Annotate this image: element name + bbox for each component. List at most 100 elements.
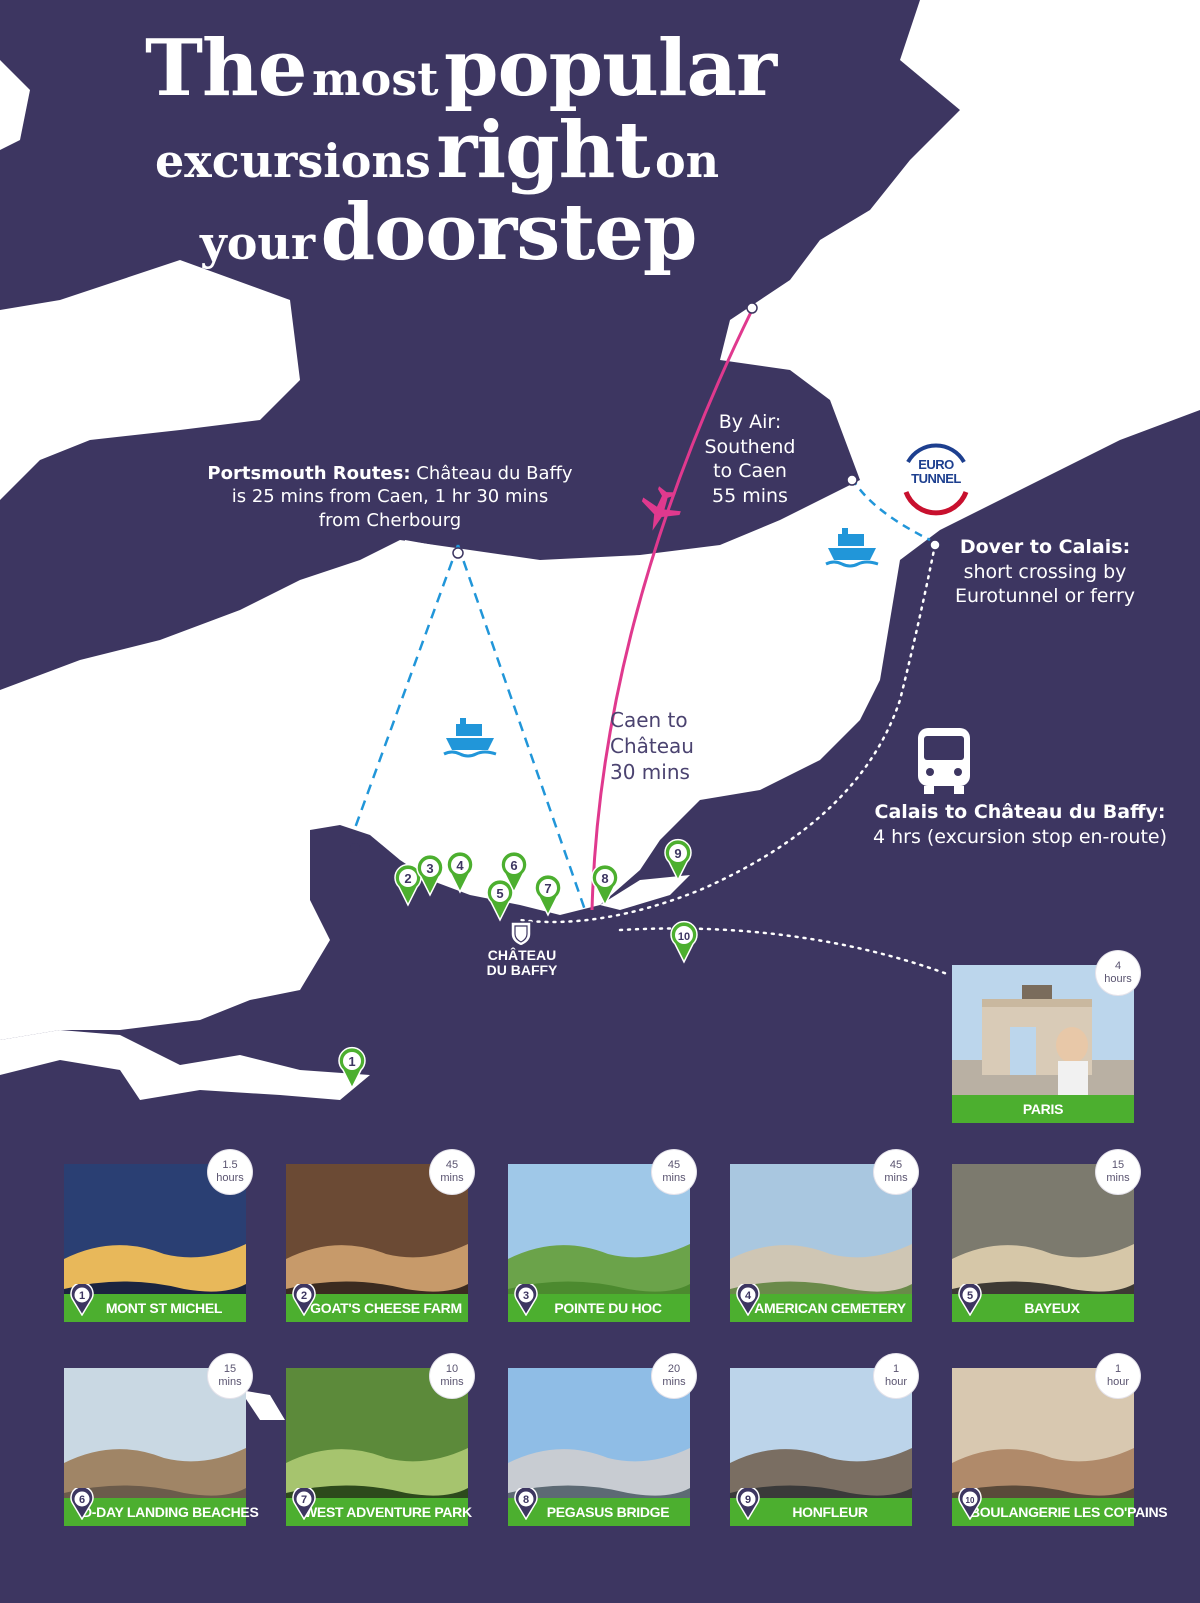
air-route-label: By Air: Southend to Caen 55 mins: [704, 411, 796, 508]
excursion-name: HONFLEUR: [730, 1498, 912, 1526]
cherbourg-dot: [350, 843, 360, 853]
map-pin-circle: [505, 856, 523, 874]
eurotunnel-logo: [900, 442, 972, 516]
caen-dot: [589, 929, 595, 935]
map-pin-number: 3: [426, 861, 433, 876]
map-pin-6[interactable]: 6: [500, 850, 528, 894]
excursion-name: BOULANGERIE LES CO'PAINS: [952, 1498, 1168, 1526]
map-pin-circle: [596, 869, 614, 887]
isle-of-wight: [400, 540, 470, 580]
map-pin-3[interactable]: 3: [416, 853, 444, 897]
map-pin-circle: [491, 884, 509, 902]
map-pin-1[interactable]: 1: [338, 1046, 366, 1090]
channel-island: [230, 920, 262, 950]
map-pin-2[interactable]: 2: [394, 863, 422, 907]
map-pin-circle: [669, 844, 687, 862]
card-pin-icon: 3: [514, 1284, 538, 1316]
road-route-baffy-paris: [618, 927, 952, 977]
map-pin-number: 7: [544, 881, 551, 896]
title-word: doorstep: [320, 187, 698, 278]
card-pin-number: 1: [79, 1290, 85, 1302]
excursion-name: PARIS: [952, 1095, 1134, 1123]
card-pin-number: 7: [301, 1494, 307, 1506]
air-route: [590, 309, 754, 911]
map-pin-9[interactable]: 9: [664, 838, 692, 882]
card-pin-number: 10: [966, 1496, 975, 1505]
map-pin-7[interactable]: 7: [534, 873, 562, 917]
card-pin-number: 5: [967, 1290, 973, 1302]
map-pin-number: 8: [601, 871, 608, 886]
card-pin-icon: 6: [70, 1488, 94, 1520]
title-word: your: [200, 216, 316, 270]
title-word: on: [654, 134, 720, 188]
map-pin-4[interactable]: 4: [446, 850, 474, 894]
caen-chateau-label: Caen to Château 30 mins: [610, 708, 694, 784]
title-word: excursions: [155, 134, 431, 188]
card-pin-number: 2: [301, 1290, 307, 1302]
map-pin-5[interactable]: 5: [486, 878, 514, 922]
card-pin-icon: 5: [958, 1284, 982, 1316]
title-word: The: [145, 23, 307, 114]
map-pin-number: 4: [456, 858, 464, 873]
map-pin-number: 10: [678, 931, 690, 943]
plane-icon: [641, 486, 681, 531]
map-pin-number: 1: [348, 1054, 355, 1069]
excursion-name: BAYEUX: [952, 1294, 1134, 1322]
map-pin-number: 5: [496, 886, 503, 901]
ferry-route-dover-calais: [850, 477, 931, 542]
map-pin-10[interactable]: 10: [670, 920, 698, 964]
map-pin-group: 1 23 4 56 7 8 9 10: [338, 838, 698, 1090]
map-pin-circle: [343, 1052, 361, 1070]
map-pin-number: 6: [510, 858, 517, 873]
excursion-name: WEST ADVENTURE PARK: [286, 1498, 472, 1526]
excursion-name: AMERICAN CEMETERY: [730, 1294, 912, 1322]
title-word: most: [311, 52, 439, 106]
card-pin-icon: 10: [958, 1488, 982, 1520]
title-word: right: [436, 105, 650, 196]
ferry-icon: [443, 718, 497, 758]
dover-dot: [846, 474, 858, 486]
card-pin-number: 4: [745, 1290, 752, 1302]
map-pin-8[interactable]: 8: [591, 863, 619, 907]
card-pin-number: 9: [745, 1494, 751, 1506]
map-pin-circle: [451, 856, 469, 874]
title-word: popular: [444, 23, 777, 114]
seine-estuary: [600, 875, 690, 910]
map-pin-circle: [539, 879, 557, 897]
dover-calais-label: Dover to Calais: short crossing by Eurot…: [954, 536, 1136, 608]
page-title: The most popular excursions right on you…: [110, 30, 810, 276]
channel-island: [175, 865, 195, 888]
card-pin-number: 3: [523, 1290, 529, 1302]
map-pin-number: 9: [674, 846, 681, 861]
map-pin-circle: [399, 869, 417, 887]
southend-dot: [746, 302, 758, 314]
west-coast-landmass: [0, 60, 30, 150]
portsmouth-routes-label: Portsmouth Routes: Château du Baffy is 2…: [207, 463, 573, 531]
inlet: [240, 1390, 285, 1420]
map-pin-circle: [421, 859, 439, 877]
calais-baffy-label: Calais to Château du Baffy: 4 hrs (excur…: [872, 801, 1168, 848]
england-landmass: [0, 0, 960, 690]
